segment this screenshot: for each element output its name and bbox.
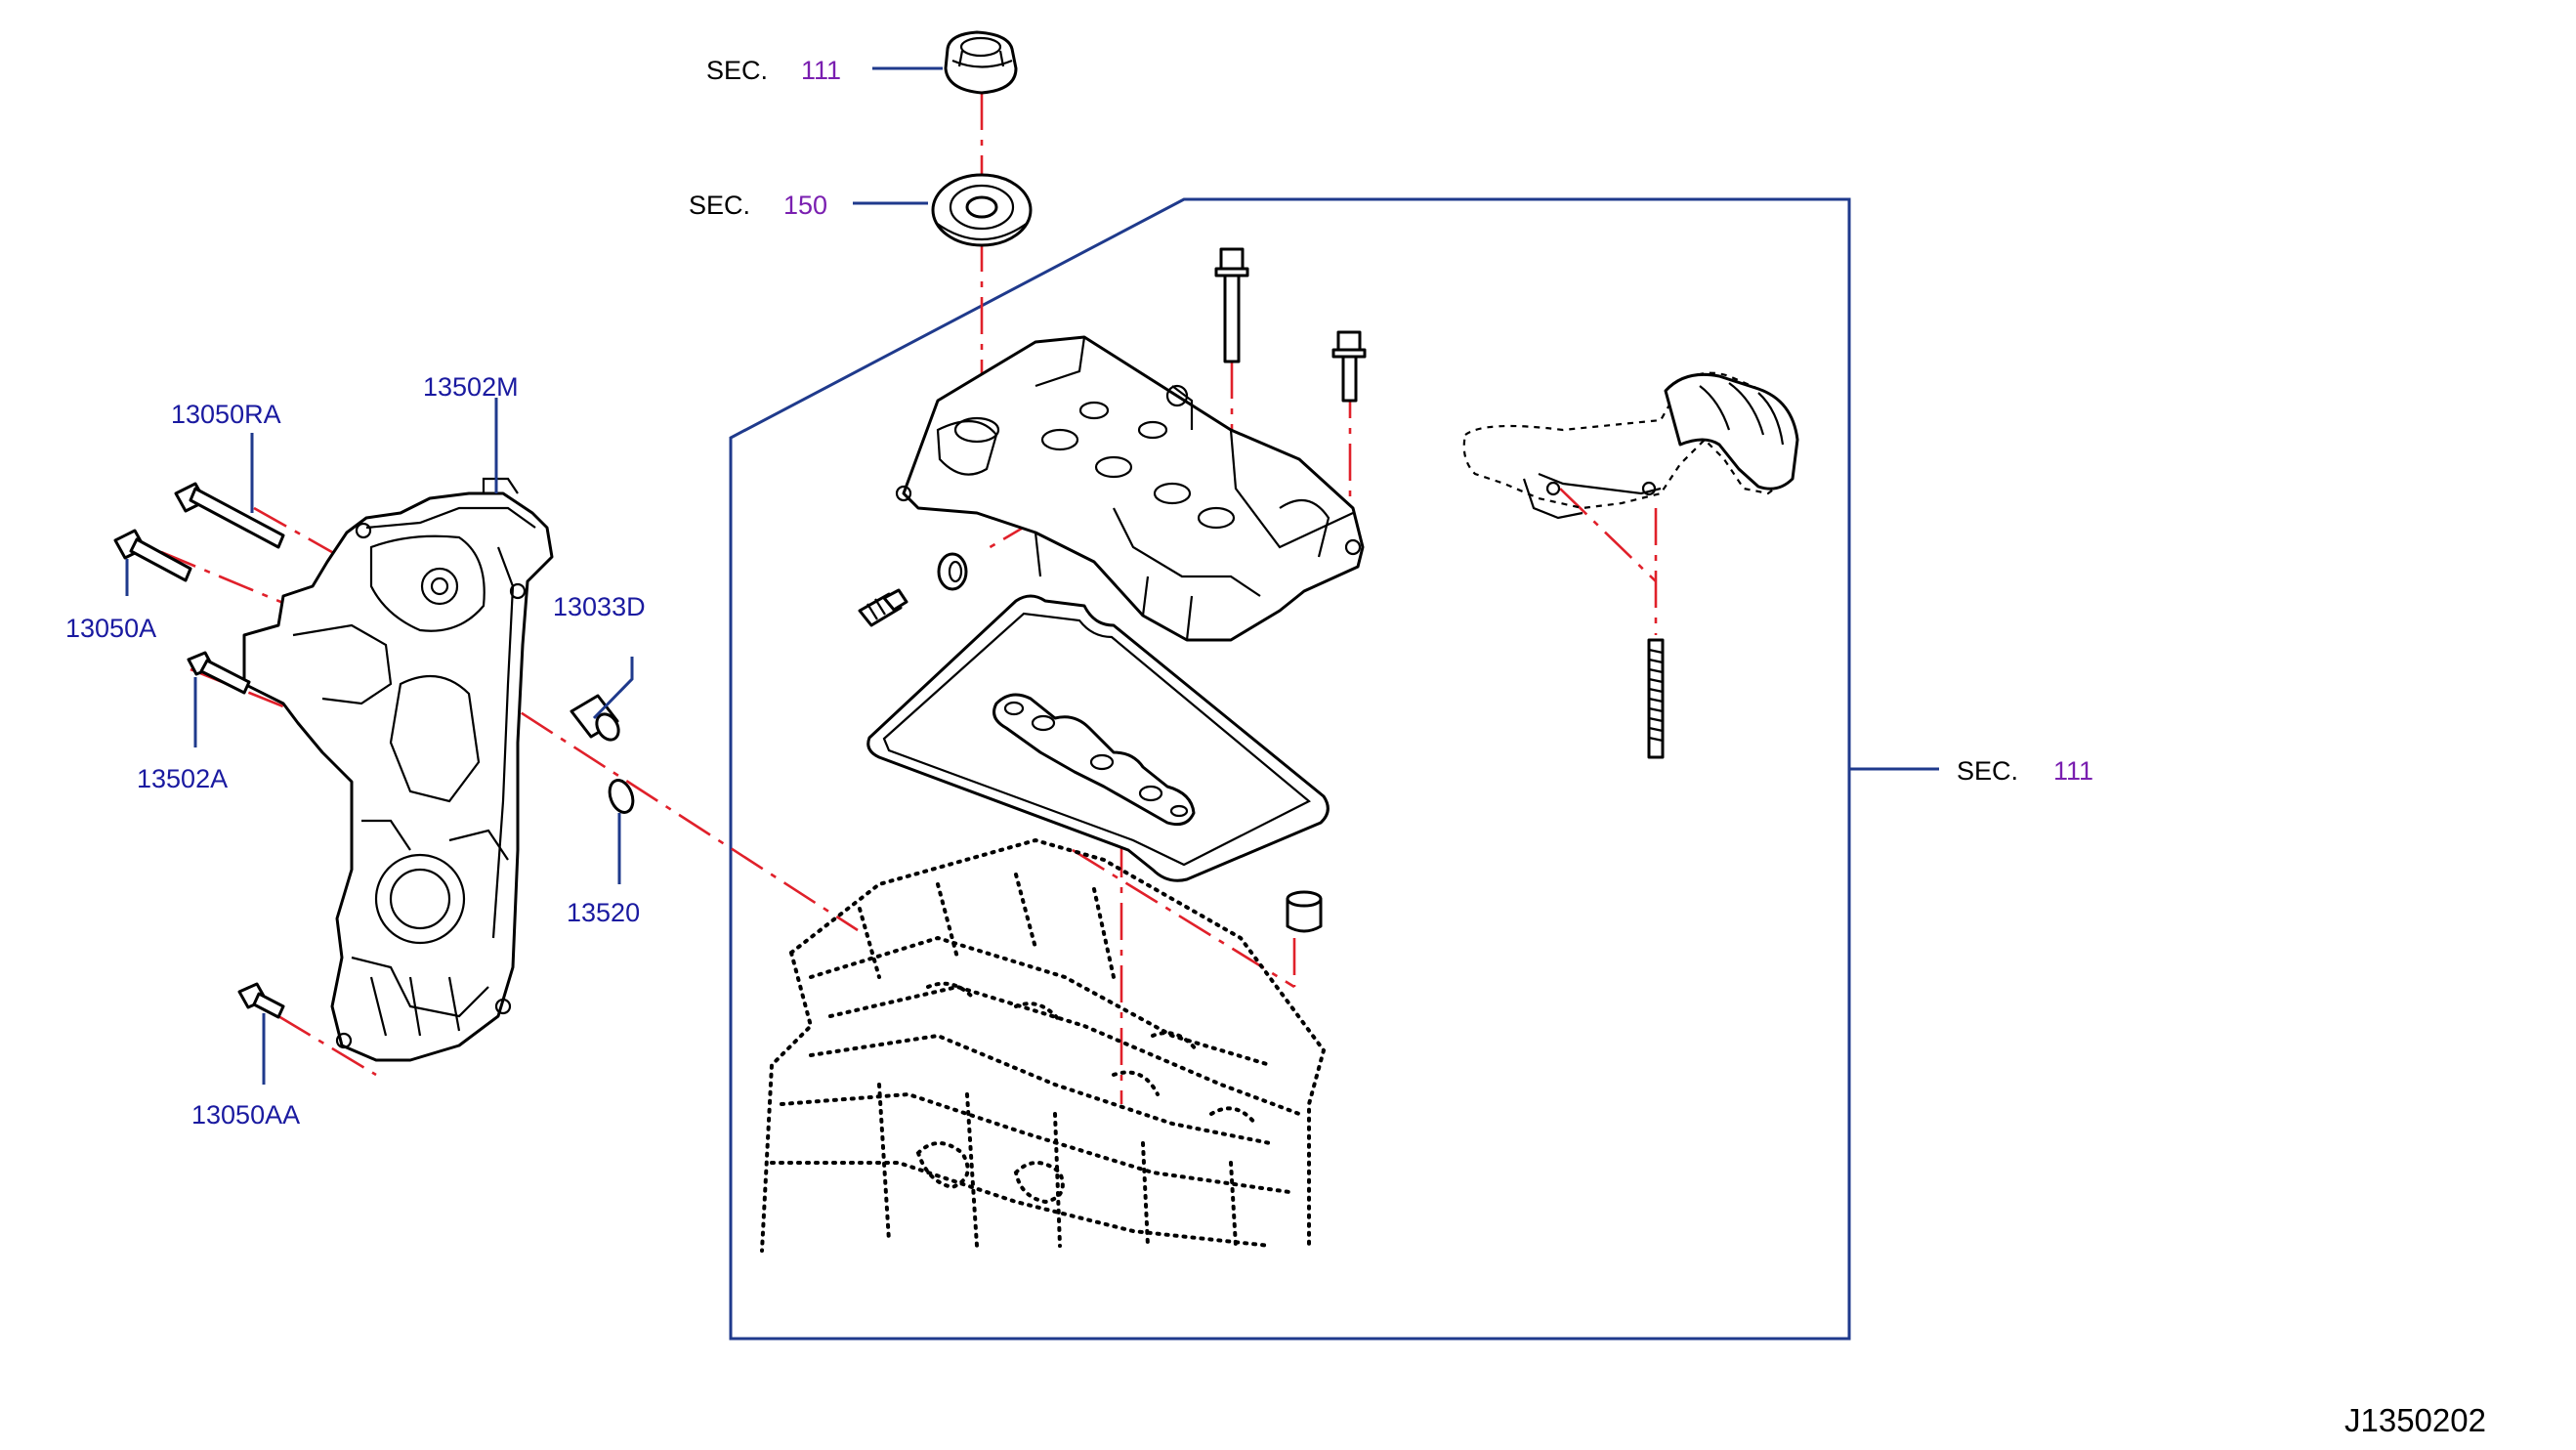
front-cover xyxy=(242,477,554,1062)
part-label-13033D: 13033D xyxy=(553,592,646,621)
pcv-valve xyxy=(858,588,908,627)
part-labels: 13050RA 13502M 13050A 13033D 13502A 1352… xyxy=(65,372,646,1130)
cover-bolt-short xyxy=(1331,330,1367,403)
grommet xyxy=(937,552,968,591)
o-ring-13520 xyxy=(608,779,635,814)
sec-label-breather-number: 111 xyxy=(2053,756,2093,786)
breather-hose xyxy=(1462,371,1799,520)
bolt-13050A xyxy=(113,529,192,582)
cylinder-head-phantom xyxy=(760,837,1327,1253)
valve-cover xyxy=(895,335,1365,642)
cover-bolt-long xyxy=(1214,247,1249,363)
part-label-13050A: 13050A xyxy=(65,614,156,643)
part-label-13520: 13520 xyxy=(567,898,640,927)
breather-stud xyxy=(1647,638,1665,759)
section-labels: SEC. 111 SEC. 150 SEC. 111 xyxy=(689,56,2093,786)
diagram-id: J1350202 xyxy=(2344,1402,2486,1438)
bolt-13050RA xyxy=(174,482,285,549)
small-cap-plug xyxy=(1286,890,1323,933)
bolt-13050AA xyxy=(237,982,285,1019)
oil-seal xyxy=(931,173,1033,247)
leader-lines xyxy=(125,66,943,1085)
sec-label-seal-prefix: SEC. xyxy=(689,191,750,220)
cap-plug-13033D xyxy=(570,694,620,742)
part-label-13502A: 13502A xyxy=(137,764,228,793)
part-label-13050RA: 13050RA xyxy=(171,400,281,429)
bolt-13502A xyxy=(187,651,251,695)
sec-label-breather-prefix: SEC. xyxy=(1957,756,2018,786)
sec-label-cap-prefix: SEC. xyxy=(706,56,768,85)
part-label-13502M: 13502M xyxy=(423,372,519,402)
oil-filler-cap xyxy=(944,30,1018,95)
sec-label-cap-number: 111 xyxy=(801,56,841,85)
part-label-13050AA: 13050AA xyxy=(191,1100,300,1130)
assembly-frame xyxy=(729,197,1851,1341)
valve-cover-gasket xyxy=(866,594,1330,882)
sec-label-seal-number: 150 xyxy=(783,191,827,220)
